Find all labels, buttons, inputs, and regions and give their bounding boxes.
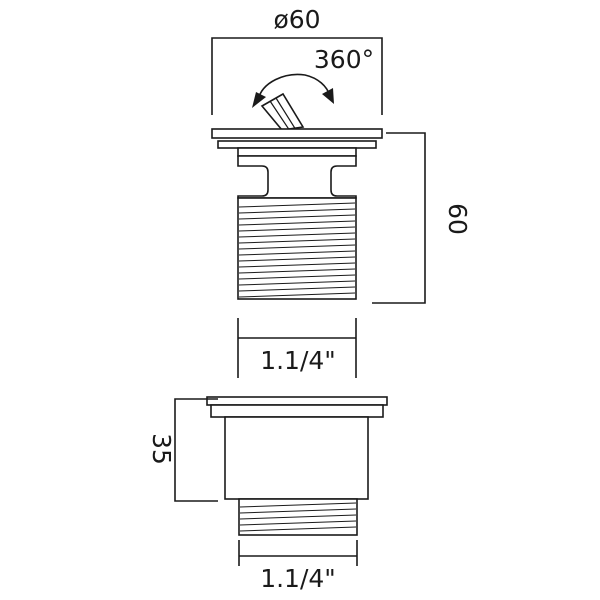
height-dimension-35: [174, 398, 218, 502]
diameter-dimension: [211, 37, 383, 115]
thread-line: [238, 250, 356, 256]
thread-line: [238, 238, 356, 244]
sleeve-body: [224, 416, 369, 500]
thread-line: [238, 262, 356, 268]
thread-line: [238, 226, 356, 232]
sleeve-flange: [206, 396, 388, 418]
thread-line: [238, 256, 356, 262]
sleeve: [174, 396, 388, 566]
thread-line: [239, 502, 357, 508]
diameter-label: ø60: [273, 5, 320, 34]
thread-line: [239, 508, 357, 514]
thread-line: [239, 520, 357, 526]
thread-line: [239, 526, 357, 532]
waste-height-label: 60: [443, 203, 472, 235]
rotation-arrow: [252, 73, 334, 108]
thread-dimension-top: [237, 318, 357, 378]
thread-line: [238, 244, 356, 250]
thread-dimension-bottom: [238, 540, 358, 566]
sleeve-height-label: 35: [147, 433, 176, 465]
thread-line: [238, 202, 356, 208]
thread-line: [239, 514, 357, 520]
thread-line: [238, 232, 356, 238]
waste-threaded-body: [237, 197, 357, 300]
sleeve-threaded-section: [238, 498, 358, 536]
height-dimension-60: [372, 132, 426, 304]
thread-line: [238, 214, 356, 220]
waste-thread-label: 1.1/4": [260, 346, 336, 375]
thread-line: [238, 292, 356, 298]
waste-flange: [211, 128, 383, 157]
rotation-label: 360°: [314, 45, 374, 74]
waste-neck: [237, 155, 357, 199]
thread-line: [238, 280, 356, 286]
pop-up-waste: [211, 37, 426, 378]
lever-handle: [260, 92, 305, 132]
thread-line: [238, 208, 356, 214]
thread-line: [238, 268, 356, 274]
sleeve-thread-label: 1.1/4": [260, 564, 336, 593]
thread-line: [238, 274, 356, 280]
thread-line: [238, 286, 356, 292]
thread-line: [238, 220, 356, 226]
